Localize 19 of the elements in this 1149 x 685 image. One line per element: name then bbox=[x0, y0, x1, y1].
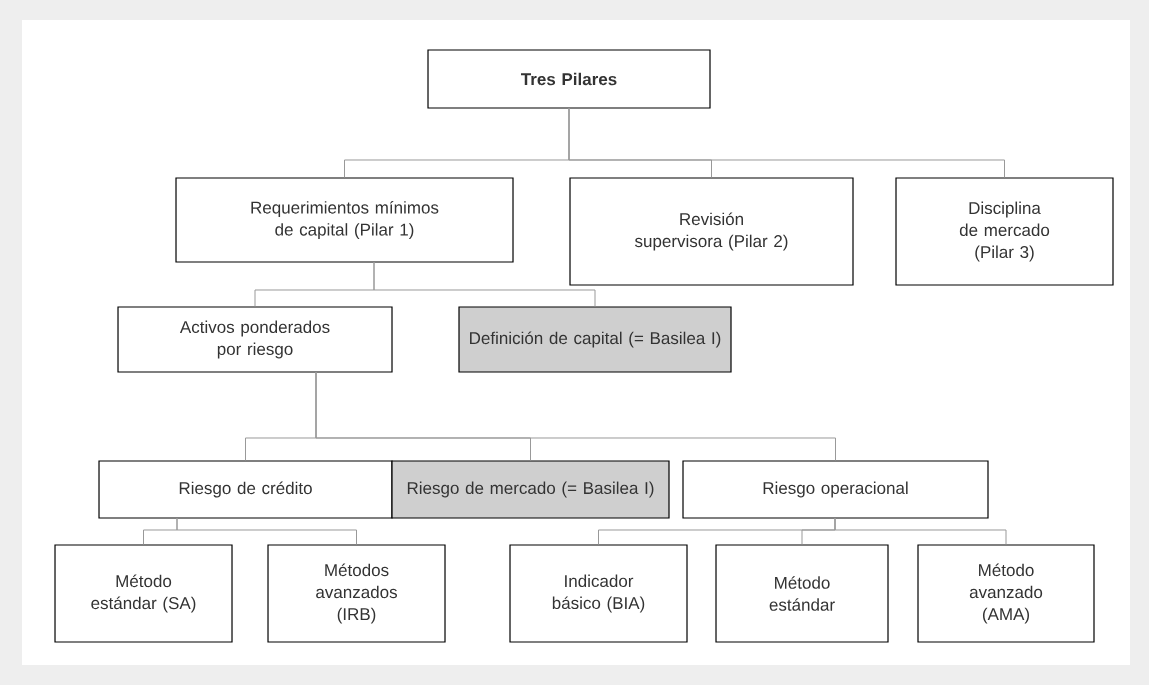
process-box: Indicador básico (BIA) bbox=[509, 544, 688, 643]
shaded-box: Riesgo de mercado (= Basilea I) bbox=[391, 460, 670, 519]
connector-line bbox=[315, 371, 836, 461]
process-box: Disciplina de mercado (Pilar 3) bbox=[895, 177, 1114, 286]
connector-line bbox=[176, 517, 357, 545]
connector-line bbox=[373, 261, 596, 307]
process-box: Método avanzado (AMA) bbox=[917, 544, 1095, 643]
shaded-box: Definición de capital (= Basilea I) bbox=[458, 306, 732, 373]
process-box: Revisión supervisora (Pilar 2) bbox=[569, 177, 854, 286]
process-box: Tres Pilares bbox=[427, 49, 711, 109]
process-box: Método estándar (SA) bbox=[54, 544, 233, 643]
process-box: Riesgo de crédito bbox=[98, 460, 393, 519]
process-box: Riesgo operacional bbox=[682, 460, 989, 519]
connector-line bbox=[834, 517, 1007, 545]
process-box: Método estándar bbox=[715, 544, 889, 643]
process-box: Activos ponderados por riesgo bbox=[117, 306, 393, 373]
process-box: Requerimientos mínimos de capital (Pilar 1) bbox=[175, 177, 514, 263]
process-box: Métodos avanzados (IRB) bbox=[267, 544, 446, 643]
connector-line bbox=[568, 107, 1005, 178]
